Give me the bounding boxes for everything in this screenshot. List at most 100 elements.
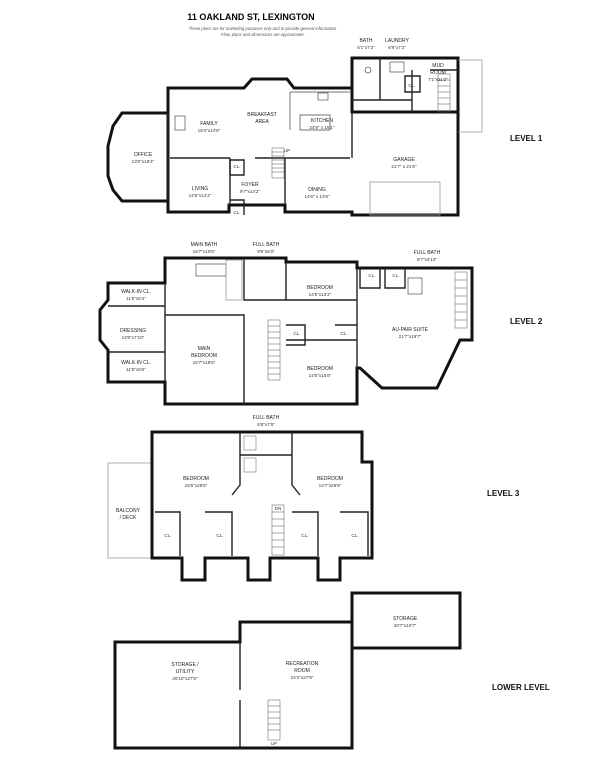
- au-pair-bath-dim: 8'7"x4'10": [417, 257, 437, 262]
- breakfast-label-2: AREA: [255, 119, 269, 125]
- main-bath-dim: 15'7"x10'5": [193, 249, 216, 254]
- walkin-closet-2-dim: 11'5"x5'6": [126, 367, 146, 372]
- level-3-outer-wall: [150, 430, 374, 582]
- level-3-closet-4-label: CL.: [351, 533, 358, 538]
- level-3-closet-2-label: CL.: [216, 533, 223, 538]
- level-2-closets: [286, 268, 406, 346]
- disclaimer-line-2: Floor plans and dimensions are approxima…: [221, 32, 305, 37]
- level-3-closets: [155, 511, 369, 556]
- level-1-interior-walls: [170, 157, 350, 205]
- garage-label: GARAGE: [393, 157, 415, 163]
- au-pair-suite-dim: 21'7"x19'7": [399, 334, 422, 339]
- walkin-closet-1-label: WALK-IN CL.: [121, 289, 151, 295]
- level-3-label: LEVEL 3: [487, 489, 520, 498]
- level-2-plan: MAIN BATH 15'7"x10'5" FULL BATH 9'6"x6'0…: [98, 242, 543, 406]
- recreation-room-label: RECREATION: [286, 661, 319, 667]
- bedroom-3a-label: BEDROOM: [183, 476, 209, 482]
- walkin-closet-1-dim: 11'5"x5'4": [126, 296, 146, 301]
- level-2-walkin-walls: [108, 283, 166, 382]
- bedroom-2b-label: BEDROOM: [307, 366, 333, 372]
- garage-dim: 21'7" x 21'6": [391, 164, 417, 169]
- laundry-label: LAUNDRY: [385, 38, 409, 44]
- lower-level-stairs: [267, 699, 281, 741]
- storage-utility-dim: 26'10"x27'9": [172, 676, 198, 681]
- office-bay-wall: [106, 111, 168, 203]
- au-pair-bath-fixture: [407, 277, 423, 295]
- foyer-closet-1-label: CL.: [233, 164, 240, 169]
- dressing-label: DRESSING: [120, 328, 146, 334]
- level-1-north-wing-wall: [350, 56, 460, 112]
- disclaimer-line-1: These plans are for marketing purposes o…: [189, 26, 338, 31]
- storage-label: STORAGE: [393, 616, 418, 622]
- walkin-closet-2-label: WALK-IN CL.: [121, 360, 151, 366]
- fireplace: [174, 115, 186, 131]
- storage-dim: 20'7"x10'7": [394, 623, 417, 628]
- living-label: LIVING: [192, 186, 209, 192]
- balcony-label: BALCONY: [116, 508, 141, 514]
- dressing-dim: 13'0"x7'10": [122, 335, 145, 340]
- au-pair-closet-1-label: CL.: [368, 273, 375, 278]
- balcony-deck-outline: [107, 462, 152, 559]
- bedroom-closet-1-label: CL.: [293, 331, 300, 336]
- bath-toilet: [364, 66, 372, 74]
- bath-label: BATH: [360, 38, 373, 44]
- storage-utility-label-2: UTILITY: [176, 669, 195, 675]
- foyer-dim: 9'7"x14'2": [240, 189, 260, 194]
- bedroom-2b-dim: 14'5"x15'8": [309, 373, 332, 378]
- lower-level-label: LOWER LEVEL: [492, 683, 550, 692]
- level-2-stairs: [267, 271, 468, 381]
- level-3-interior-walls: [231, 432, 301, 496]
- main-bath-tub: [195, 263, 227, 277]
- level-3-bath-shower: [243, 435, 257, 451]
- level-3-plan: FULL BATH 8'8"x7'6" BEDROOM 15'5"x26'5" …: [107, 415, 520, 582]
- mud-room-porch: [458, 59, 483, 133]
- au-pair-closet-2-label: CL.: [392, 273, 399, 278]
- family-dim: 15'4"x14'8": [198, 128, 221, 133]
- level-3-bath-label: FULL BATH: [253, 415, 280, 421]
- recreation-room-dim: 22'2"x27'9": [291, 675, 314, 680]
- dining-label: DINING: [308, 187, 326, 193]
- foyer-label: FOYER: [241, 182, 259, 188]
- office-dim: 13'0"x19'4": [132, 159, 155, 164]
- level-3-closet-3-label: CL.: [301, 533, 308, 538]
- mud-room-dim: 7'1"x11'2": [428, 77, 448, 82]
- level-2-label: LEVEL 2: [510, 317, 543, 326]
- bedroom-2a-dim: 14'5"x13'2": [309, 292, 332, 297]
- main-bath-label: MAIN BATH: [191, 242, 218, 248]
- main-bedroom-dim: 15'7"x18'5": [193, 360, 216, 365]
- mud-room-closet: [404, 75, 421, 93]
- full-bath-2-label: FULL BATH: [253, 242, 280, 248]
- kitchen-dim: 24'9" x 15'1": [309, 125, 335, 130]
- bedroom-3b-dim: 14'7"x26'8": [319, 483, 342, 488]
- level-3-stair-dn: DN: [275, 506, 282, 511]
- level-1-wing-interior: [351, 58, 458, 158]
- au-pair-suite-label: AU-PAIR SUITE: [392, 327, 429, 333]
- bath-dim: 5'1"x7'2": [357, 45, 375, 50]
- bedroom-3a-dim: 15'5"x26'5": [185, 483, 208, 488]
- main-bedroom-label: MAIN: [198, 346, 211, 352]
- bedroom-3b-label: BEDROOM: [317, 476, 343, 482]
- foyer-closets: [229, 159, 245, 215]
- level-3-stairs: [271, 504, 285, 556]
- full-bath-2-dim: 9'6"x6'0": [257, 249, 275, 254]
- au-pair-bath-label: FULL BATH: [414, 250, 441, 256]
- laundry-washer: [389, 61, 405, 73]
- level-3-closet-1-label: CL.: [164, 533, 171, 538]
- office-label: OFFICE: [134, 152, 153, 158]
- level-1-plan: OFFICE 13'0"x19'4" FAMILY 15'4"x14'8" BR…: [106, 38, 543, 217]
- level-3-bath-dim: 8'8"x7'6": [257, 422, 275, 427]
- kitchen-counters: [289, 91, 350, 131]
- lower-level-outer-wall: [113, 620, 354, 750]
- balcony-label-2: / DECK: [120, 515, 137, 521]
- mud-closet-label: CL.: [408, 83, 415, 88]
- main-bedroom-label-2: BEDROOM: [191, 353, 217, 359]
- level-1-outer-wall: [166, 77, 460, 217]
- level-2-interior-walls: [165, 258, 358, 404]
- lower-level-plan: STORAGE 20'7"x10'7" STORAGE / UTILITY 26…: [113, 591, 550, 750]
- page-title: 11 OAKLAND ST, LEXINGTON: [187, 12, 314, 22]
- lower-level-stair-up: UP: [271, 741, 277, 746]
- main-bath-shower: [225, 259, 243, 301]
- mud-room-label-2: ROOM: [430, 70, 446, 76]
- family-label: FAMILY: [200, 121, 218, 127]
- level-1-stair-up: UP: [284, 148, 290, 153]
